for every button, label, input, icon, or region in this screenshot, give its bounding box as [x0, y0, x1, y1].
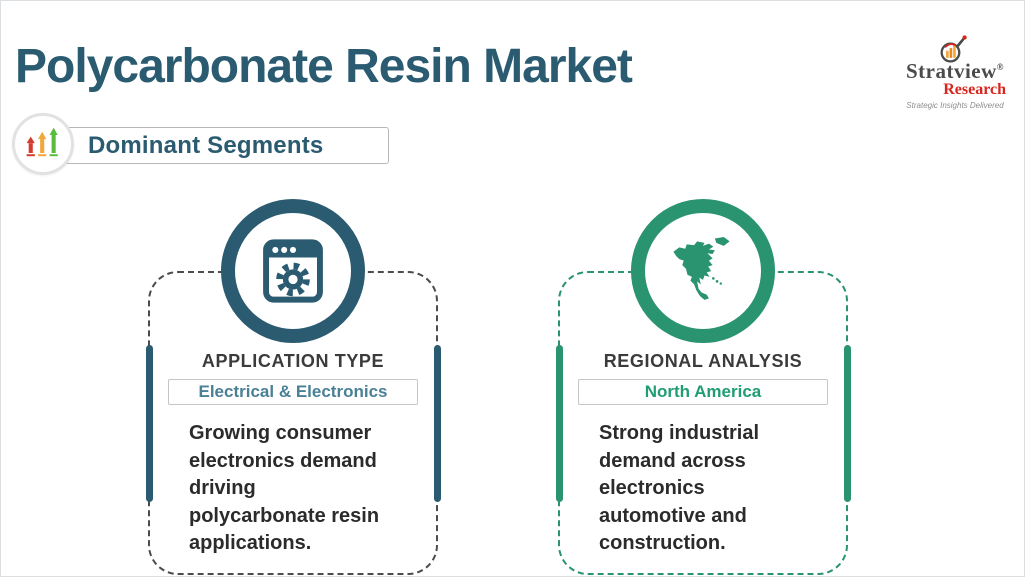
logo-brand2: Research	[943, 81, 1006, 98]
desc-line: driving	[189, 477, 256, 499]
north-america-map-icon	[631, 199, 775, 343]
stratview-research-logo: Stratview® Research Strategic Insights D…	[898, 34, 1012, 112]
magnifier-chart-icon	[938, 34, 970, 69]
desc-line: construction.	[599, 532, 726, 554]
desc-line: electronics demand	[189, 449, 377, 472]
card-heading: APPLICATION TYPE	[201, 351, 385, 371]
accent-bar-left	[145, 345, 153, 502]
app-window-gear-icon	[221, 199, 365, 343]
desc-line: applications.	[189, 532, 312, 554]
page-title: Polycarbonate Resin Market	[15, 40, 633, 93]
desc-line: Growing consumer	[189, 422, 372, 444]
registered-mark: ®	[996, 62, 1005, 72]
badge-label: Dominant Segments	[88, 131, 324, 159]
card-heading: REGIONAL ANALYSIS	[603, 351, 803, 371]
dominant-segments-badge: Dominant Segments	[37, 127, 389, 164]
desc-line: automotive and	[599, 504, 747, 527]
logo-tagline: Strategic Insights Delivered	[906, 101, 1004, 110]
desc-line: demand across	[599, 449, 746, 472]
desc-line: polycarbonate resin	[189, 504, 380, 527]
segment-value: Electrical & Electronics	[198, 382, 388, 401]
logo-brand: Stratview®	[905, 59, 1005, 83]
card-application-type: APPLICATION TYPE Electrical & Electronic…	[145, 199, 441, 575]
card-description: Strong industrial demand across electron…	[599, 420, 832, 558]
segment-value: North America	[644, 382, 762, 401]
accent-bar-left	[555, 345, 563, 502]
accent-bar-right	[433, 345, 441, 502]
card-description: Growing consumer electronics demand driv…	[189, 420, 422, 558]
segment-value-box: North America	[578, 379, 828, 405]
desc-line: Strong industrial	[599, 422, 759, 444]
card-regional-analysis: REGIONAL ANALYSIS North America Strong i…	[555, 199, 851, 575]
desc-line: electronics	[599, 477, 705, 499]
segment-value-box: Electrical & Electronics	[168, 379, 418, 405]
growth-arrows-icon	[12, 113, 74, 175]
accent-bar-right	[843, 345, 851, 502]
